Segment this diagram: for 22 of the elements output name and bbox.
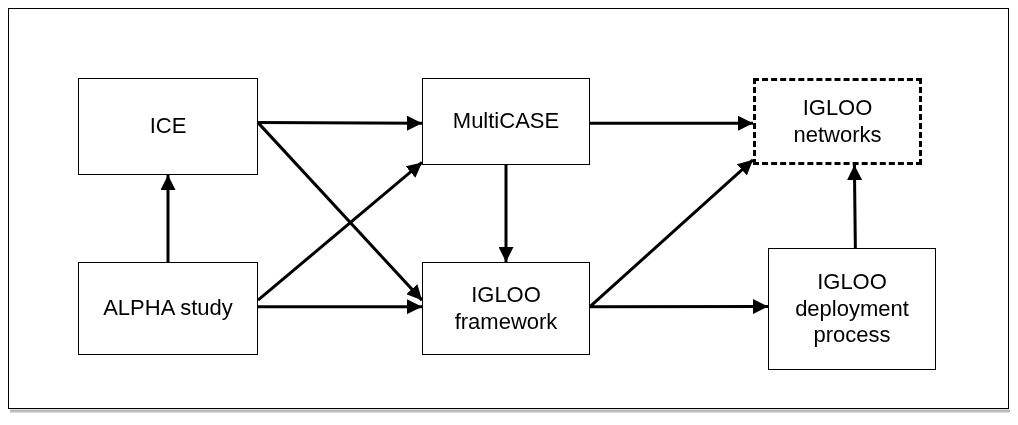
arrow [589, 158, 754, 308]
arrow [590, 115, 753, 131]
arrow [258, 299, 422, 315]
arrow [590, 299, 768, 315]
arrow [256, 121, 424, 302]
arrow [160, 175, 176, 262]
process-box [422, 262, 590, 355]
box-label: MultiCASE [452, 108, 560, 135]
box-label: IGLOO deployment process [794, 269, 910, 349]
process-box [768, 248, 936, 370]
arrow [498, 165, 514, 262]
process-box [753, 78, 922, 165]
arrow [847, 165, 863, 248]
arrow [258, 115, 422, 131]
arrow [257, 161, 423, 302]
box-label: IGLOO framework [453, 282, 559, 335]
box-label: IGLOO networks [792, 95, 883, 148]
process-box [422, 78, 590, 165]
process-box [78, 78, 258, 175]
process-box [78, 262, 258, 355]
box-label: ICE [149, 113, 187, 140]
box-label: ALPHA study [103, 295, 233, 322]
